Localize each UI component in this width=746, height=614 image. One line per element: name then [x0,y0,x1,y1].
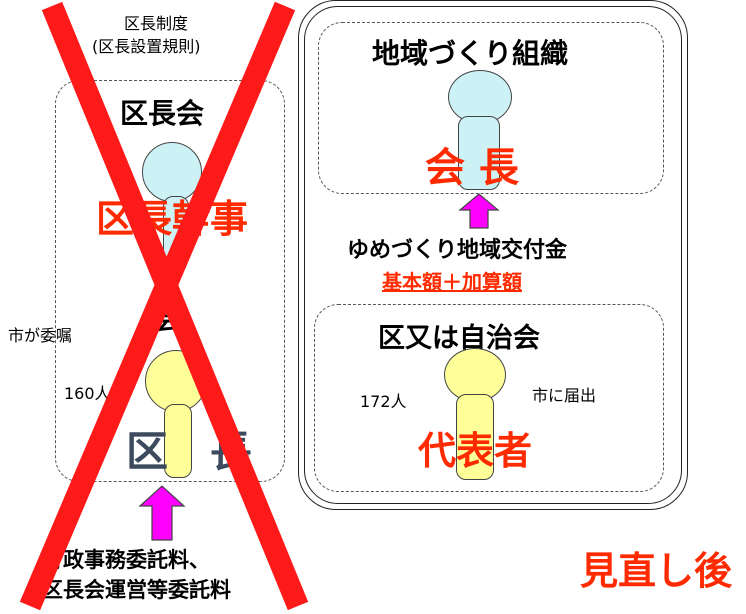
count-label-left: 160人 [64,384,111,403]
rep-person-body [456,394,494,480]
grant-detail: 基本額＋加算額 [382,270,522,294]
officer-person-head [142,142,202,202]
fee-line2: 区長会運営等委託料 [42,578,231,602]
council-label: 区長会 [120,97,205,130]
rep-label: 代表者 [418,429,533,473]
count-label-right: 172人 [360,392,407,411]
chief-person-body [164,404,192,478]
org-title: 地域づくり組織 [372,37,569,70]
after-label: 見直し後 [580,549,733,593]
right-up-arrow [458,193,500,229]
fee-line1: 行政事務委託料、 [42,548,210,572]
new-structure-outer-box [298,0,688,510]
rep-person-head [444,348,506,402]
chairman-person-head [448,70,512,124]
assoc-title: 区又は自治会 [378,323,540,354]
chairman-person-body [458,116,500,190]
system-title: 区長制度 [124,14,189,33]
system-subtitle: (区長設置規則) [92,37,201,56]
commission-label: 市が委嘱 [8,326,73,345]
notify-label: 市に届出 [532,386,597,405]
assoc-box [314,304,664,492]
org-box [318,22,664,194]
cross-out-mark [19,1,309,611]
district-chief-box [55,80,285,482]
new-structure-inner-box [304,6,682,504]
left-up-arrow [138,485,186,541]
grant-label: ゆめづくり地域交付金 [347,238,568,263]
chairman-label: 会 長 [425,145,519,191]
officer-label: 区長幹事 [96,197,249,241]
